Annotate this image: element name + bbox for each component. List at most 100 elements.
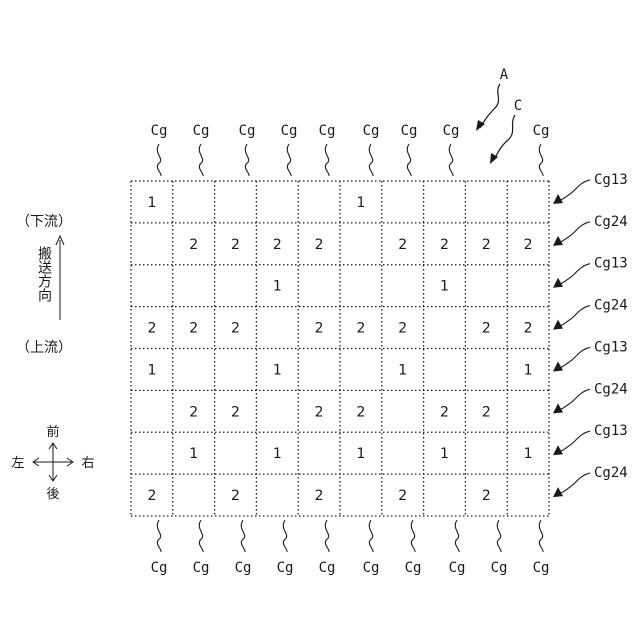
right-row-arrowhead — [553, 445, 563, 455]
grid-cell-value: 1 — [356, 195, 365, 211]
compass-right: 右 — [81, 456, 94, 471]
top-column-leader — [407, 144, 411, 176]
bottom-column-label: Cg — [449, 560, 466, 576]
compass: 前 後 左 右 — [11, 424, 94, 502]
top-column-leader — [199, 144, 203, 176]
grid-cell-value: 2 — [315, 237, 324, 253]
grid-cell-value: 2 — [231, 488, 240, 504]
right-row-arrowhead — [553, 236, 563, 246]
right-row-arrowhead — [553, 487, 563, 497]
grid-cell-value: 2 — [315, 488, 324, 504]
compass-back: 後 — [46, 487, 59, 502]
bottom-column-leader — [157, 520, 161, 552]
grid-cell-value: 2 — [231, 321, 240, 337]
grid-cell-value: 2 — [356, 404, 365, 420]
right-row-leader — [557, 222, 590, 244]
right-row-arrowhead — [553, 361, 563, 371]
bottom-column-leader — [411, 520, 415, 552]
bottom-column-leader — [455, 520, 459, 552]
top-column-label: Cg — [319, 123, 336, 139]
right-row-label: Cg13 — [594, 423, 628, 439]
annotation-c-leader — [494, 115, 515, 160]
grid-cell-value: 2 — [482, 404, 491, 420]
grid-cell-value: 2 — [147, 488, 156, 504]
bottom-column-label: Cg — [405, 560, 422, 576]
grid-cell-value: 2 — [440, 404, 449, 420]
bottom-column-labels: Cg Cg Cg Cg Cg Cg Cg Cg Cg Cg — [151, 520, 550, 576]
compass-left: 左 — [11, 456, 24, 471]
bottom-column-label: Cg — [533, 560, 550, 576]
grid-cell-value: 2 — [315, 321, 324, 337]
right-row-leader — [557, 389, 590, 411]
grid-cell-value: 2 — [482, 321, 491, 337]
top-column-label: Cg — [401, 123, 418, 139]
top-column-leader — [369, 144, 373, 176]
right-row-label: Cg13 — [594, 339, 628, 355]
bottom-column-label: Cg — [235, 560, 252, 576]
top-column-leader — [245, 144, 249, 176]
top-column-label: Cg — [151, 123, 168, 139]
bottom-column-leader — [325, 520, 329, 552]
bottom-column-label: Cg — [277, 560, 294, 576]
right-row-label: Cg24 — [594, 214, 628, 230]
top-column-leader — [157, 144, 161, 176]
top-column-leader — [325, 144, 329, 176]
right-row-leader — [557, 431, 590, 453]
right-row-labels: Cg13Cg24Cg13Cg24Cg13Cg24Cg13Cg24 — [553, 172, 628, 497]
right-row-arrowhead — [553, 194, 563, 204]
grid-cell-value: 1 — [398, 362, 407, 378]
right-row-leader — [557, 347, 590, 369]
grid-cell-value: 1 — [189, 446, 198, 462]
grid-cell-value: 1 — [440, 446, 449, 462]
grid-cell-value: 2 — [189, 237, 198, 253]
right-row-label: Cg24 — [594, 381, 628, 397]
right-row-leader — [557, 306, 590, 328]
top-column-label: Cg — [239, 123, 256, 139]
grid-cell-value: 2 — [482, 237, 491, 253]
annotation-a-leader — [480, 84, 500, 128]
top-column-leader — [449, 144, 453, 176]
bottom-column-label: Cg — [193, 560, 210, 576]
grid-cell-value: 1 — [524, 362, 533, 378]
bottom-column-label: Cg — [319, 560, 336, 576]
grid-cell-value: 1 — [356, 446, 365, 462]
bottom-column-leader — [283, 520, 287, 552]
right-row-arrowhead — [553, 278, 563, 288]
top-column-label: Cg — [533, 123, 550, 139]
grid-cell-value: 2 — [356, 321, 365, 337]
bottom-column-label: Cg — [363, 560, 380, 576]
grid-cell-value: 2 — [315, 404, 324, 420]
grid-cell-value: 2 — [273, 237, 282, 253]
right-row-arrowhead — [553, 320, 563, 330]
annotation-a-label: A — [500, 67, 509, 83]
grid-cell-value: 2 — [398, 237, 407, 253]
grid-cell-value: 1 — [147, 195, 156, 211]
bottom-column-label: Cg — [491, 560, 508, 576]
grid-cell-value: 2 — [147, 321, 156, 337]
top-column-labels: CgCgCgCgCgCgCgCgCg — [151, 123, 550, 176]
grid-cell-value: 1 — [273, 279, 282, 295]
bottom-column-leader — [369, 520, 373, 552]
conveying-direction-indicator: （下流） 搬送方向 （上流） — [16, 214, 72, 356]
top-column-label: Cg — [363, 123, 380, 139]
top-column-label: Cg — [193, 123, 210, 139]
bottom-column-leader — [539, 520, 543, 552]
right-row-label: Cg24 — [594, 465, 628, 481]
right-row-label: Cg13 — [594, 172, 628, 188]
grid-cell-value: 2 — [440, 237, 449, 253]
top-column-leader — [287, 144, 291, 176]
bottom-column-label: Cg — [151, 560, 168, 576]
bottom-column-leader — [241, 520, 245, 552]
right-row-leader — [557, 473, 590, 495]
grid-lines — [131, 181, 549, 516]
grid-cell-value: 2 — [398, 321, 407, 337]
top-column-label: Cg — [443, 123, 460, 139]
bottom-column-leader — [199, 520, 203, 552]
top-column-leader — [539, 144, 543, 176]
upstream-label: （上流） — [16, 340, 72, 356]
grid-cell-value: 2 — [189, 404, 198, 420]
right-row-label: Cg24 — [594, 298, 628, 314]
conveying-direction-label: 搬送方向 — [36, 246, 52, 302]
right-row-label: Cg13 — [594, 256, 628, 272]
